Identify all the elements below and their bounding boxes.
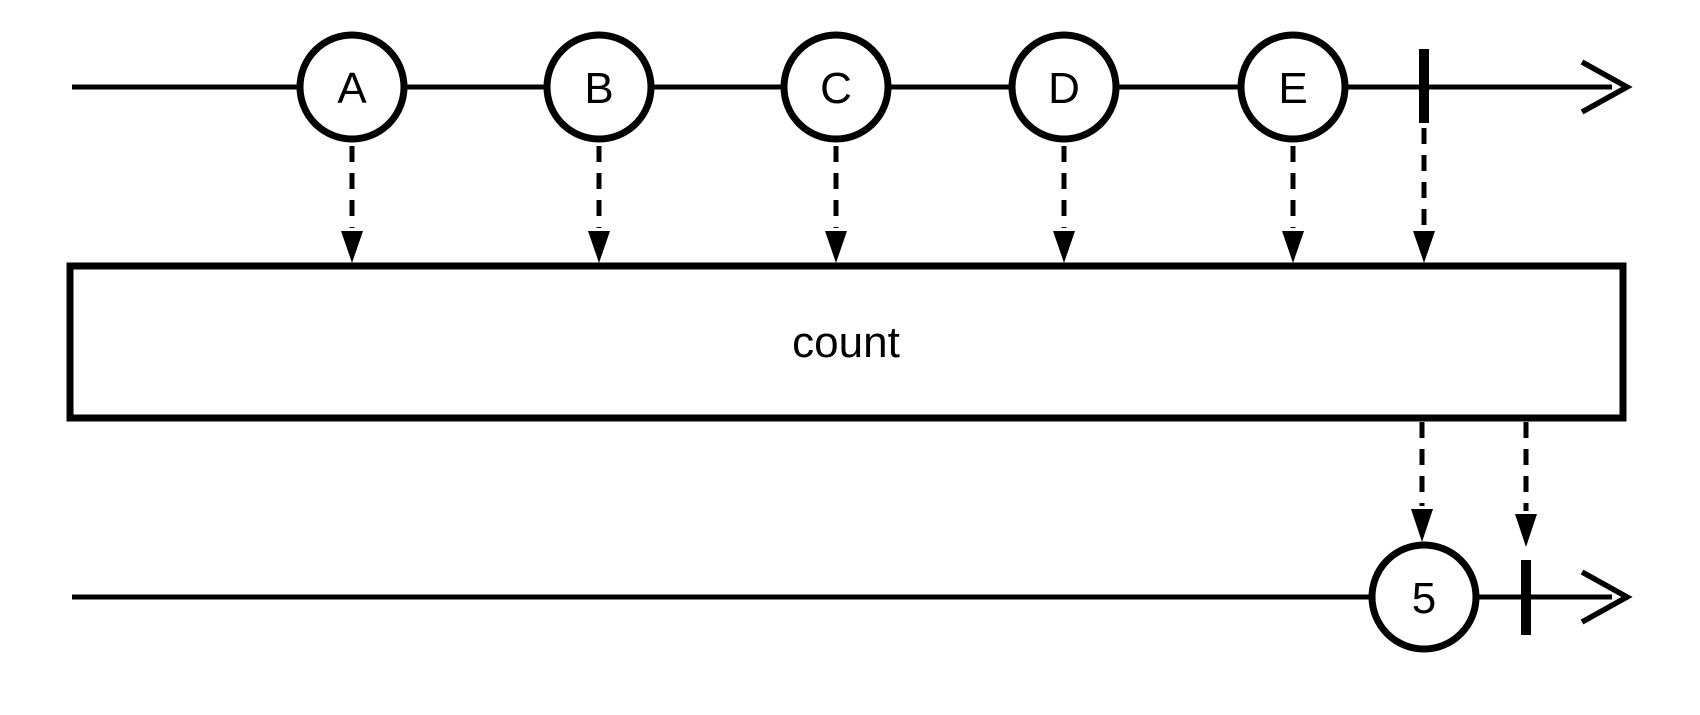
marble-circle <box>1008 31 1120 143</box>
complete-emit-arrow <box>1515 422 1537 547</box>
marble-circle <box>543 31 655 143</box>
marble-circle <box>1368 541 1480 653</box>
marble: E <box>1237 31 1349 143</box>
marble: D <box>1008 31 1120 143</box>
emit-arrow-head-icon <box>1282 231 1304 263</box>
marble-label: E <box>1278 64 1307 113</box>
marble-label: 5 <box>1412 574 1436 623</box>
emit-arrow <box>588 146 610 263</box>
output-stream: 5 <box>72 541 1633 653</box>
marble-circle <box>780 31 892 143</box>
marble-label: A <box>337 64 367 113</box>
emit-arrow-head-icon <box>1053 231 1075 263</box>
emit-arrow-head-icon <box>825 231 847 263</box>
marble-circle <box>296 31 408 143</box>
input-emit-arrows <box>341 128 1435 263</box>
emit-arrow <box>1282 146 1304 263</box>
operator-label: count <box>792 318 900 367</box>
marble-label: D <box>1048 64 1080 113</box>
marble: 5 <box>1368 541 1480 653</box>
marble-circle <box>1237 31 1349 143</box>
emit-arrow-head-icon <box>1411 509 1433 542</box>
marble-label: B <box>584 64 613 113</box>
output-timeline-arrowhead-icon <box>1580 569 1633 625</box>
input-timeline-arrowhead-icon <box>1580 59 1633 115</box>
operator: count <box>66 262 1627 422</box>
complete-emit-arrow <box>1413 128 1435 263</box>
operator-box <box>66 262 1627 422</box>
marble: C <box>780 31 892 143</box>
emit-arrow-head-icon <box>588 231 610 263</box>
emit-arrow <box>1411 422 1433 542</box>
emit-arrow <box>341 146 363 263</box>
emit-arrow-head-icon <box>1515 514 1537 547</box>
marble: A <box>296 31 408 143</box>
emit-arrow <box>1053 146 1075 263</box>
input-stream: A B C D E <box>72 31 1633 143</box>
emit-arrow-head-icon <box>341 231 363 263</box>
emit-arrow-head-icon <box>1413 231 1435 263</box>
marble-label: C <box>820 64 852 113</box>
output-emit-arrows <box>1411 422 1537 547</box>
marble: B <box>543 31 655 143</box>
emit-arrow <box>825 146 847 263</box>
